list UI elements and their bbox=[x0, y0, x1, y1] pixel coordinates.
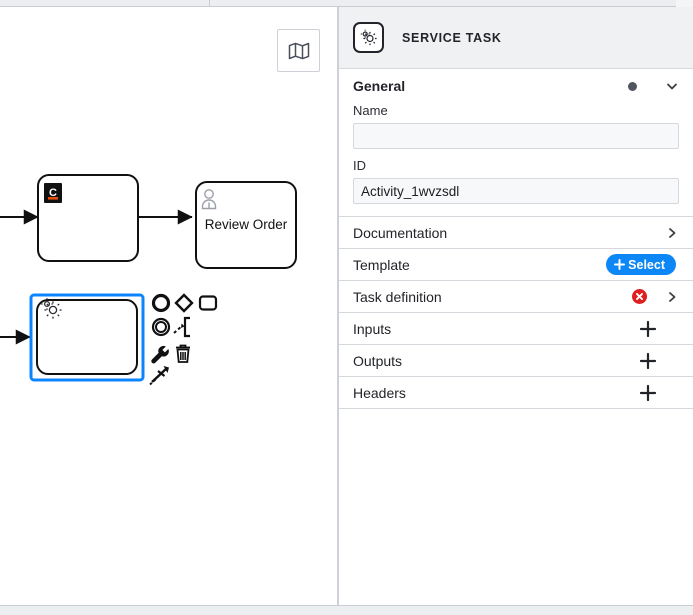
group-general-header[interactable]: General bbox=[339, 69, 693, 103]
name-input[interactable] bbox=[353, 123, 679, 149]
plus-icon[interactable] bbox=[639, 384, 657, 402]
section-outputs-label: Outputs bbox=[353, 352, 403, 369]
window-bottom-strip bbox=[0, 605, 693, 615]
bpmn-task-review-order[interactable]: Review Order bbox=[195, 181, 297, 269]
rounded-rect-icon[interactable] bbox=[198, 295, 218, 311]
trash-icon[interactable] bbox=[176, 344, 190, 363]
error-circle-icon bbox=[632, 289, 647, 304]
annotation-icon[interactable] bbox=[173, 316, 190, 338]
bpmn-task-connector[interactable]: C bbox=[37, 174, 139, 262]
chevron-down-icon[interactable] bbox=[665, 79, 679, 93]
bpmn-task-selected-service[interactable] bbox=[29, 293, 145, 382]
gears-icon bbox=[41, 298, 62, 319]
service-task-icon bbox=[353, 22, 384, 53]
map-icon bbox=[288, 42, 309, 59]
field-id: ID bbox=[353, 158, 679, 204]
section-headers[interactable]: Headers bbox=[339, 377, 693, 409]
section-task-definition-label: Task definition bbox=[353, 288, 442, 305]
section-inputs[interactable]: Inputs bbox=[339, 313, 693, 345]
plus-icon bbox=[614, 259, 626, 270]
task-label-review-order: Review Order bbox=[205, 217, 288, 232]
top-strip-right-area bbox=[676, 0, 693, 7]
field-id-label: ID bbox=[353, 158, 366, 173]
template-select-button[interactable]: Select bbox=[606, 254, 676, 275]
section-template[interactable]: Template Select bbox=[339, 249, 693, 281]
changes-dot-icon bbox=[628, 81, 637, 91]
section-inputs-label: Inputs bbox=[353, 320, 392, 337]
connect-arrow-icon[interactable] bbox=[149, 366, 169, 386]
section-headers-label: Headers bbox=[353, 384, 406, 401]
wrench-icon[interactable] bbox=[151, 345, 169, 364]
window-top-strip bbox=[0, 0, 693, 7]
section-outputs[interactable]: Outputs bbox=[339, 345, 693, 377]
properties-panel: SERVICE TASK General Name ID bbox=[338, 7, 693, 605]
group-general-body: Name ID bbox=[339, 103, 693, 216]
camunda-connector-icon: C bbox=[44, 183, 62, 203]
template-select-label: Select bbox=[628, 257, 665, 272]
group-general: General Name ID bbox=[339, 69, 693, 217]
double-circle-icon[interactable] bbox=[151, 317, 171, 337]
user-icon bbox=[201, 189, 217, 210]
section-task-definition[interactable]: Task definition bbox=[339, 281, 693, 313]
section-template-label: Template bbox=[353, 256, 410, 273]
context-pad[interactable] bbox=[149, 293, 218, 386]
selection-outline bbox=[29, 293, 145, 382]
properties-panel-header: SERVICE TASK bbox=[339, 7, 693, 69]
top-strip-divider bbox=[209, 0, 210, 7]
bpmn-canvas[interactable]: C Review Order bbox=[0, 7, 338, 605]
field-name: Name bbox=[353, 103, 679, 149]
chevron-right-icon[interactable] bbox=[665, 226, 679, 240]
diamond-icon[interactable] bbox=[174, 293, 194, 313]
bpmn-diagram[interactable]: C Review Order bbox=[0, 7, 338, 605]
id-input[interactable] bbox=[353, 178, 679, 204]
minimap-toggle-button[interactable] bbox=[277, 29, 320, 72]
field-name-label: Name bbox=[353, 103, 388, 118]
circle-icon[interactable] bbox=[151, 293, 171, 313]
chevron-right-icon[interactable] bbox=[665, 290, 679, 304]
plus-icon[interactable] bbox=[639, 352, 657, 370]
canvas-panel-divider bbox=[337, 7, 338, 605]
section-documentation[interactable]: Documentation bbox=[339, 217, 693, 249]
svg-text:C: C bbox=[49, 187, 57, 199]
group-general-title: General bbox=[353, 78, 406, 94]
panel-title: SERVICE TASK bbox=[402, 30, 502, 45]
plus-icon[interactable] bbox=[639, 320, 657, 338]
section-documentation-label: Documentation bbox=[353, 224, 448, 241]
